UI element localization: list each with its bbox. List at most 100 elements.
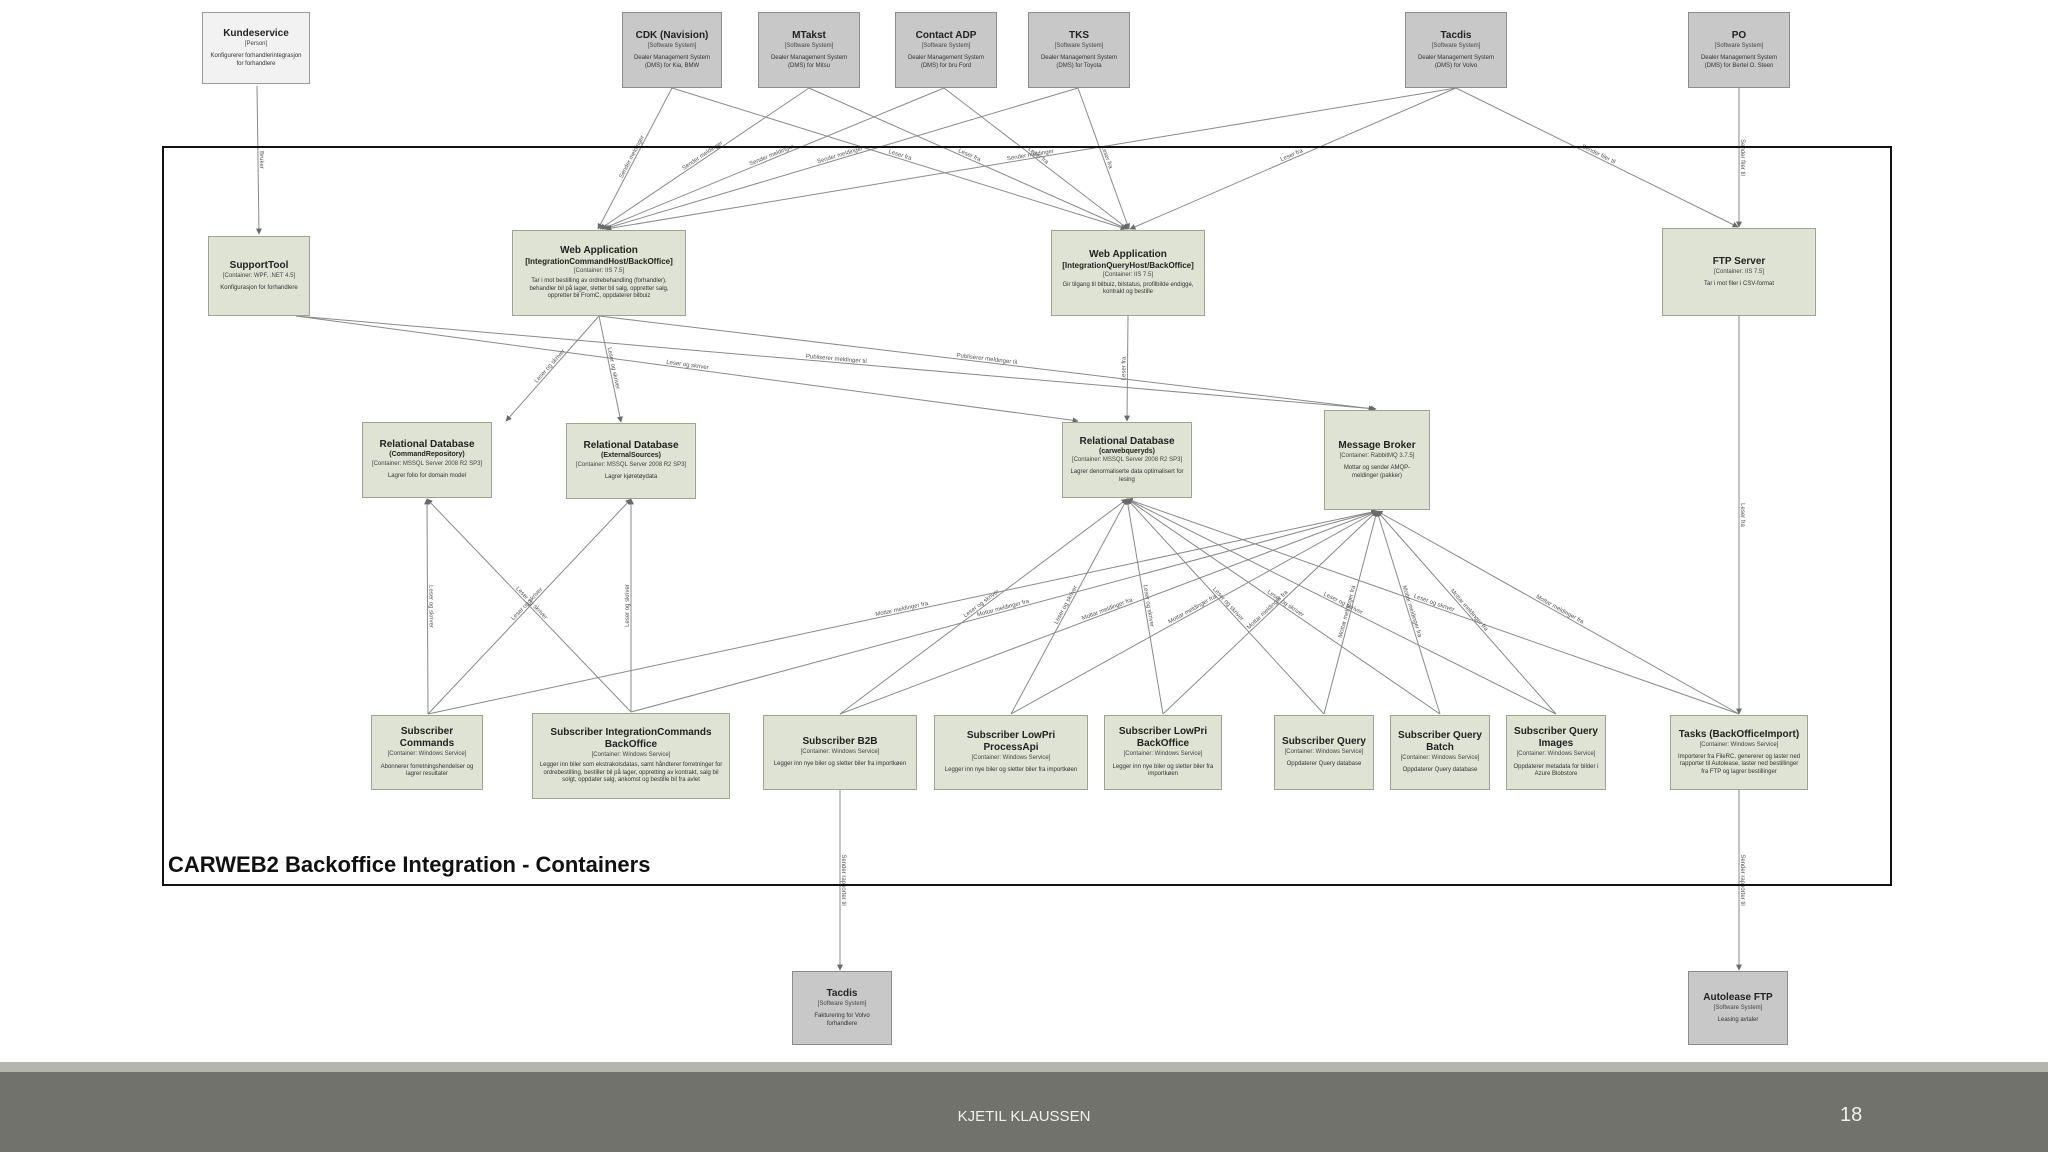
node-title: Subscriber Query Batch [1398,730,1482,754]
node-subtitle: [IntegrationQueryHost/BackOffice] [1062,261,1194,271]
node-stereotype: [Software System] [647,42,697,49]
node-web-command[interactable]: Web Application [IntegrationCommandHost/… [512,230,686,316]
relationship-line [599,87,810,230]
node-ftp-server[interactable]: FTP Server [Container: IIS 7.5] Tar i mo… [1662,228,1816,316]
node-title: TKS [1069,29,1089,41]
relationship-line [598,315,623,423]
node-sub-commands[interactable]: Subscriber Commands [Container: Windows … [371,715,483,790]
node-stereotype: [Container: IIS 7.5] [1102,271,1154,278]
node-stereotype: [Software System] [1054,42,1104,49]
relationship-line [1126,498,1557,715]
node-tacdis-bottom[interactable]: Tacdis [Software System] Fakturering for… [792,971,892,1045]
node-subtitle: (carwebqueryds) [1098,447,1156,455]
node-title: CDK (Navision) [635,29,709,41]
node-title: Web Application [1089,249,1167,261]
node-title: FTP Server [1712,255,1766,267]
node-sub-lowpri-backoffice[interactable]: Subscriber LowPri BackOffice [Container:… [1104,715,1222,790]
node-tacdis-top[interactable]: Tacdis [Software System] Dealer Manageme… [1405,12,1507,88]
node-description: Legger inn nye biler og sletter biler fr… [944,767,1078,774]
node-sub-b2b[interactable]: Subscriber B2B [Container: Windows Servi… [763,715,917,790]
node-stereotype: [Container: MSSQL Server 2008 R2 SP3] [371,460,483,467]
node-title: Autolease FTP [1703,991,1773,1003]
node-description: Leasing avtaler [1717,1016,1759,1023]
relationship-line [605,87,1457,232]
relationship-line [1126,497,1740,715]
relationship-label: Leser og skriver [625,584,631,627]
relationship-line [1124,315,1131,422]
node-description: Oppdaterer Query database [1286,761,1362,768]
node-title: Subscriber Query [1282,736,1366,748]
node-title: Subscriber IntegrationCommands BackOffic… [550,727,712,751]
relationship-line [1162,510,1378,715]
node-db-external[interactable]: Relational Database (ExternalSources) [C… [566,423,696,499]
relationship-line [1129,87,1457,230]
node-title: Message Broker [1338,439,1416,451]
node-kundeservice[interactable]: Kundeservice [Person] Konfigurerer forha… [202,12,310,84]
node-db-query[interactable]: Relational Database (carwebqueryds) [Con… [1062,422,1192,498]
node-tks[interactable]: TKS [Software System] Dealer Management … [1028,12,1130,88]
relationship-line [1323,510,1379,715]
node-sub-query-batch[interactable]: Subscriber Query Batch [Container: Windo… [1390,715,1490,790]
node-supporttool[interactable]: SupportTool [Container: WPF, .NET 4.5] K… [208,236,310,316]
relationship-line [601,87,945,230]
relationship-line [1126,498,1325,715]
node-title: Tacdis [826,987,858,999]
node-title: Subscriber LowPri BackOffice [1118,726,1208,750]
page-number: 18 [1840,1104,1863,1126]
relationship-line [943,87,1129,230]
node-stereotype: [Container: MSSQL Server 2008 R2 SP3] [1071,457,1183,464]
node-sub-query-images[interactable]: Subscriber Query Images [Container: Wind… [1506,715,1606,790]
node-description: Legger inn nye biler og sletter biler fr… [773,761,907,768]
node-stereotype: [Container: IIS 7.5] [573,267,625,274]
relationship-line [808,87,1128,230]
node-description: Dealer Management System (DMS) for Toyot… [1040,55,1118,69]
node-title: Subscriber LowPri ProcessApi [966,730,1056,754]
node-contact-adp[interactable]: Contact ADP [Software System] Dealer Man… [895,12,997,88]
node-stereotype: [Person] [244,40,268,47]
node-tasks[interactable]: Tasks (BackOfficeImport) [Container: Win… [1670,715,1808,790]
node-po[interactable]: PO [Software System] Dealer Management S… [1688,12,1790,88]
node-stereotype: [Container: Windows Service] [971,755,1051,762]
node-sub-lowpri-api[interactable]: Subscriber LowPri ProcessApi [Container:… [934,715,1088,790]
relationship-line [426,498,632,713]
node-stereotype: [Container: Windows Service] [1400,755,1480,762]
relationship-label: Sender rapporter til [1739,854,1745,905]
relationship-line [839,510,1378,715]
node-mtakst[interactable]: MTakst [Software System] Dealer Manageme… [758,12,860,88]
node-sub-query[interactable]: Subscriber Query [Container: Windows Ser… [1274,715,1374,790]
node-stereotype: [Software System] [921,42,971,49]
node-message-broker[interactable]: Message Broker [Container: RabbitMQ 3.7.… [1324,410,1430,510]
node-sub-integration[interactable]: Subscriber IntegrationCommands BackOffic… [532,713,730,799]
node-description: Abonnerer forretningshendelser og lagrer… [380,763,474,778]
node-description: Mottar og sender AMQP-meldinger (pakker) [1343,465,1411,479]
node-title: Relational Database [1079,435,1175,447]
relationship-line [505,315,600,422]
relationship-line [1376,510,1557,715]
node-stereotype: [Software System] [784,42,834,49]
node-description: Fakturering for Volvo forhandlere [814,1013,870,1027]
node-autolease-ftp[interactable]: Autolease FTP [Software System] Leasing … [1688,971,1788,1045]
relationship-line [1010,498,1128,715]
relationship-label: Leser fra [1739,503,1745,527]
relationship-label: Publiserer meldinger til [806,354,867,365]
node-description: Konfigurasjon for forhandlere [220,284,298,291]
system-boundary [162,146,1892,886]
node-description: Dealer Management System (DMS) for Kia, … [633,55,711,69]
node-description: Oppdaterer metadata for bilder i Azure B… [1513,763,1599,778]
node-description: Dealer Management System (DMS) for Mitsu [770,55,848,69]
relationship-line [1010,510,1378,715]
relationship-line [1124,498,1164,715]
node-title: Subscriber Query Images [1514,726,1598,750]
relationship-label: Bruker [258,151,264,169]
node-stereotype: [Container: Windows Service] [1284,749,1364,756]
relationship-label: Sender rapporter til [840,854,846,905]
node-db-command[interactable]: Relational Database (CommandRepository) … [362,422,492,498]
node-cdk[interactable]: CDK (Navision) [Software System] Dealer … [622,12,722,88]
node-stereotype: [Software System] [1714,42,1764,49]
node-description: Konfigurerer forhandlerintegrasjon for f… [210,53,302,67]
node-subtitle: [IntegrationCommandHost/BackOffice] [525,257,673,267]
node-web-query[interactable]: Web Application [IntegrationQueryHost/Ba… [1051,230,1205,316]
relationship-line [671,87,1127,231]
node-description: Lagrer folio for domain model [387,473,467,480]
